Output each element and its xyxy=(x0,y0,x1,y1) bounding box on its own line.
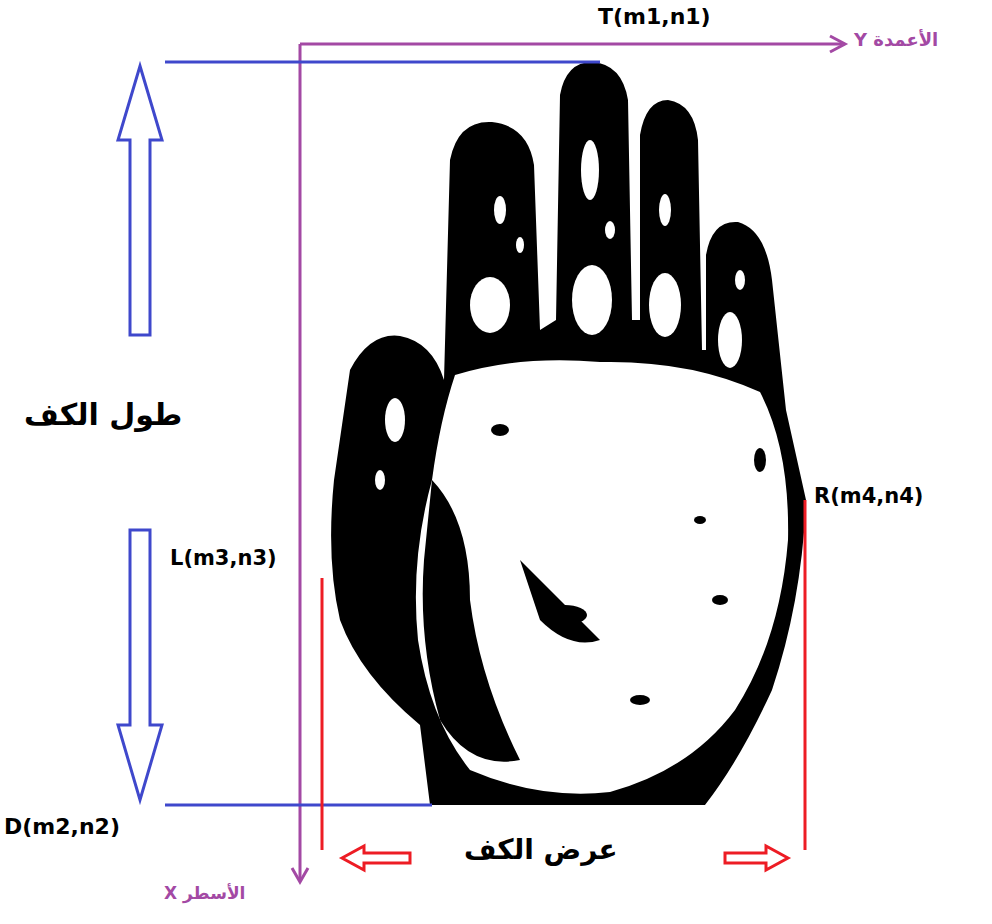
point-label: T(m1,n1) xyxy=(596,4,713,29)
point-label: D(m2,n2) xyxy=(2,814,122,839)
palm-highlight xyxy=(416,360,788,793)
axis-label: الأسطر X xyxy=(162,884,247,904)
length-guides xyxy=(165,62,600,805)
hand-silhouette xyxy=(331,62,806,805)
finger-speckles xyxy=(375,140,745,490)
axis-label: الأعمدة Y xyxy=(852,30,940,51)
point-label: L(m3,n3) xyxy=(168,546,279,570)
point-label: R(m4,n4) xyxy=(812,484,925,508)
dimension-label: عرض الكف xyxy=(462,834,620,866)
width-guides xyxy=(322,500,805,850)
palm-shading xyxy=(423,424,766,762)
dimension-label: طول الكف xyxy=(22,398,184,433)
axes xyxy=(292,36,845,882)
length-arrows xyxy=(118,66,162,800)
